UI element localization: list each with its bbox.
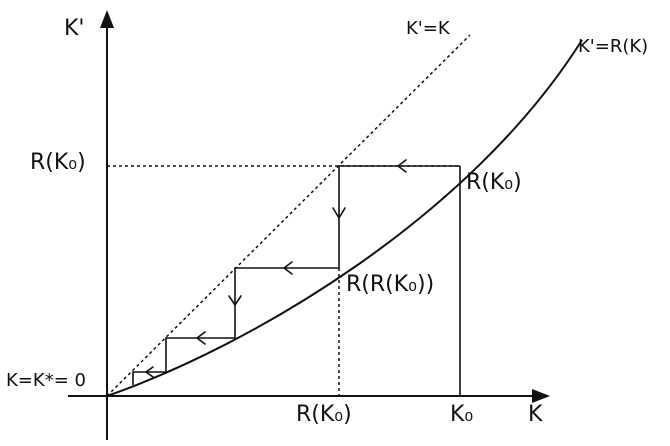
arrow-left-3 (196, 331, 206, 345)
y-axis-label: K' (64, 16, 85, 41)
arrow-down-2 (228, 295, 242, 306)
cobweb-path (132, 165, 460, 385)
y-axis-arrowhead (100, 10, 114, 28)
arrow-left-2 (283, 261, 293, 275)
x-tick-label: R(K₀) (296, 402, 352, 427)
x-tick-k0-label: K₀ (450, 402, 474, 427)
x-axis-label: K (528, 402, 543, 427)
y-tick-label: R(K₀) (30, 150, 86, 175)
point-second-label: R(R(K₀)) (346, 272, 435, 297)
arrow-left-1 (397, 159, 407, 173)
point-top-label: R(K₀) (466, 170, 522, 195)
diagonal-line (106, 34, 471, 397)
arrow-left-4 (145, 366, 154, 378)
diagonal-label: K'=K (406, 18, 450, 39)
arrow-down-1 (332, 207, 346, 219)
transition-curve (106, 39, 583, 397)
curve-label: K'=R(K) (578, 36, 649, 57)
x-axis-arrowhead (532, 389, 550, 403)
origin-label: K=K*= 0 (6, 370, 86, 391)
